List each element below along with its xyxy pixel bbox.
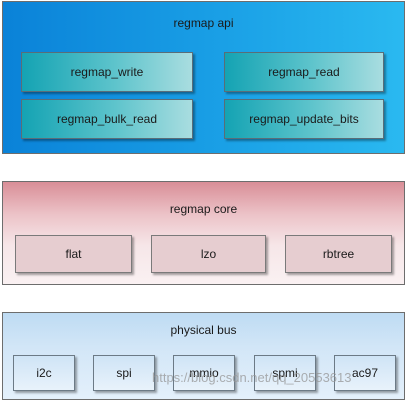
lzo-label: lzo <box>200 247 217 261</box>
regmap-read-box: regmap_read <box>224 52 384 92</box>
physical-bus-layer: physical bus i2c spi mmio spmi ac97 <box>2 312 405 400</box>
regmap-read-label: regmap_read <box>268 65 340 79</box>
rbtree-label: rbtree <box>322 247 355 261</box>
flat-cache-box: flat <box>15 235 132 273</box>
regmap-bulk-read-label: regmap_bulk_read <box>56 112 158 126</box>
regmap-write-box: regmap_write <box>21 52 193 92</box>
i2c-bus-box: i2c <box>13 355 75 391</box>
flat-label: flat <box>65 247 82 261</box>
regmap-api-layer: regmap api regmap_write regmap_read regm… <box>2 1 405 154</box>
spmi-label: spmi <box>272 366 298 380</box>
lzo-cache-box: lzo <box>151 235 266 273</box>
spmi-bus-box: spmi <box>254 355 316 391</box>
i2c-label: i2c <box>36 366 52 380</box>
regmap-bulk-read-box: regmap_bulk_read <box>21 99 193 139</box>
regmap-update-bits-box: regmap_update_bits <box>224 99 384 139</box>
mmio-bus-box: mmio <box>173 355 235 391</box>
rbtree-cache-box: rbtree <box>285 235 392 273</box>
regmap-api-title: regmap api <box>173 16 234 30</box>
mmio-label: mmio <box>189 366 219 380</box>
regmap-write-label: regmap_write <box>70 65 144 79</box>
ac97-label: ac97 <box>351 366 379 380</box>
regmap-core-title: regmap core <box>169 202 238 216</box>
regmap-core-layer: regmap core flat lzo rbtree <box>2 181 405 285</box>
physical-bus-title: physical bus <box>170 323 237 337</box>
spi-label: spi <box>116 366 132 380</box>
ac97-bus-box: ac97 <box>334 355 396 391</box>
spi-bus-box: spi <box>93 355 155 391</box>
regmap-update-bits-label: regmap_update_bits <box>249 112 359 126</box>
